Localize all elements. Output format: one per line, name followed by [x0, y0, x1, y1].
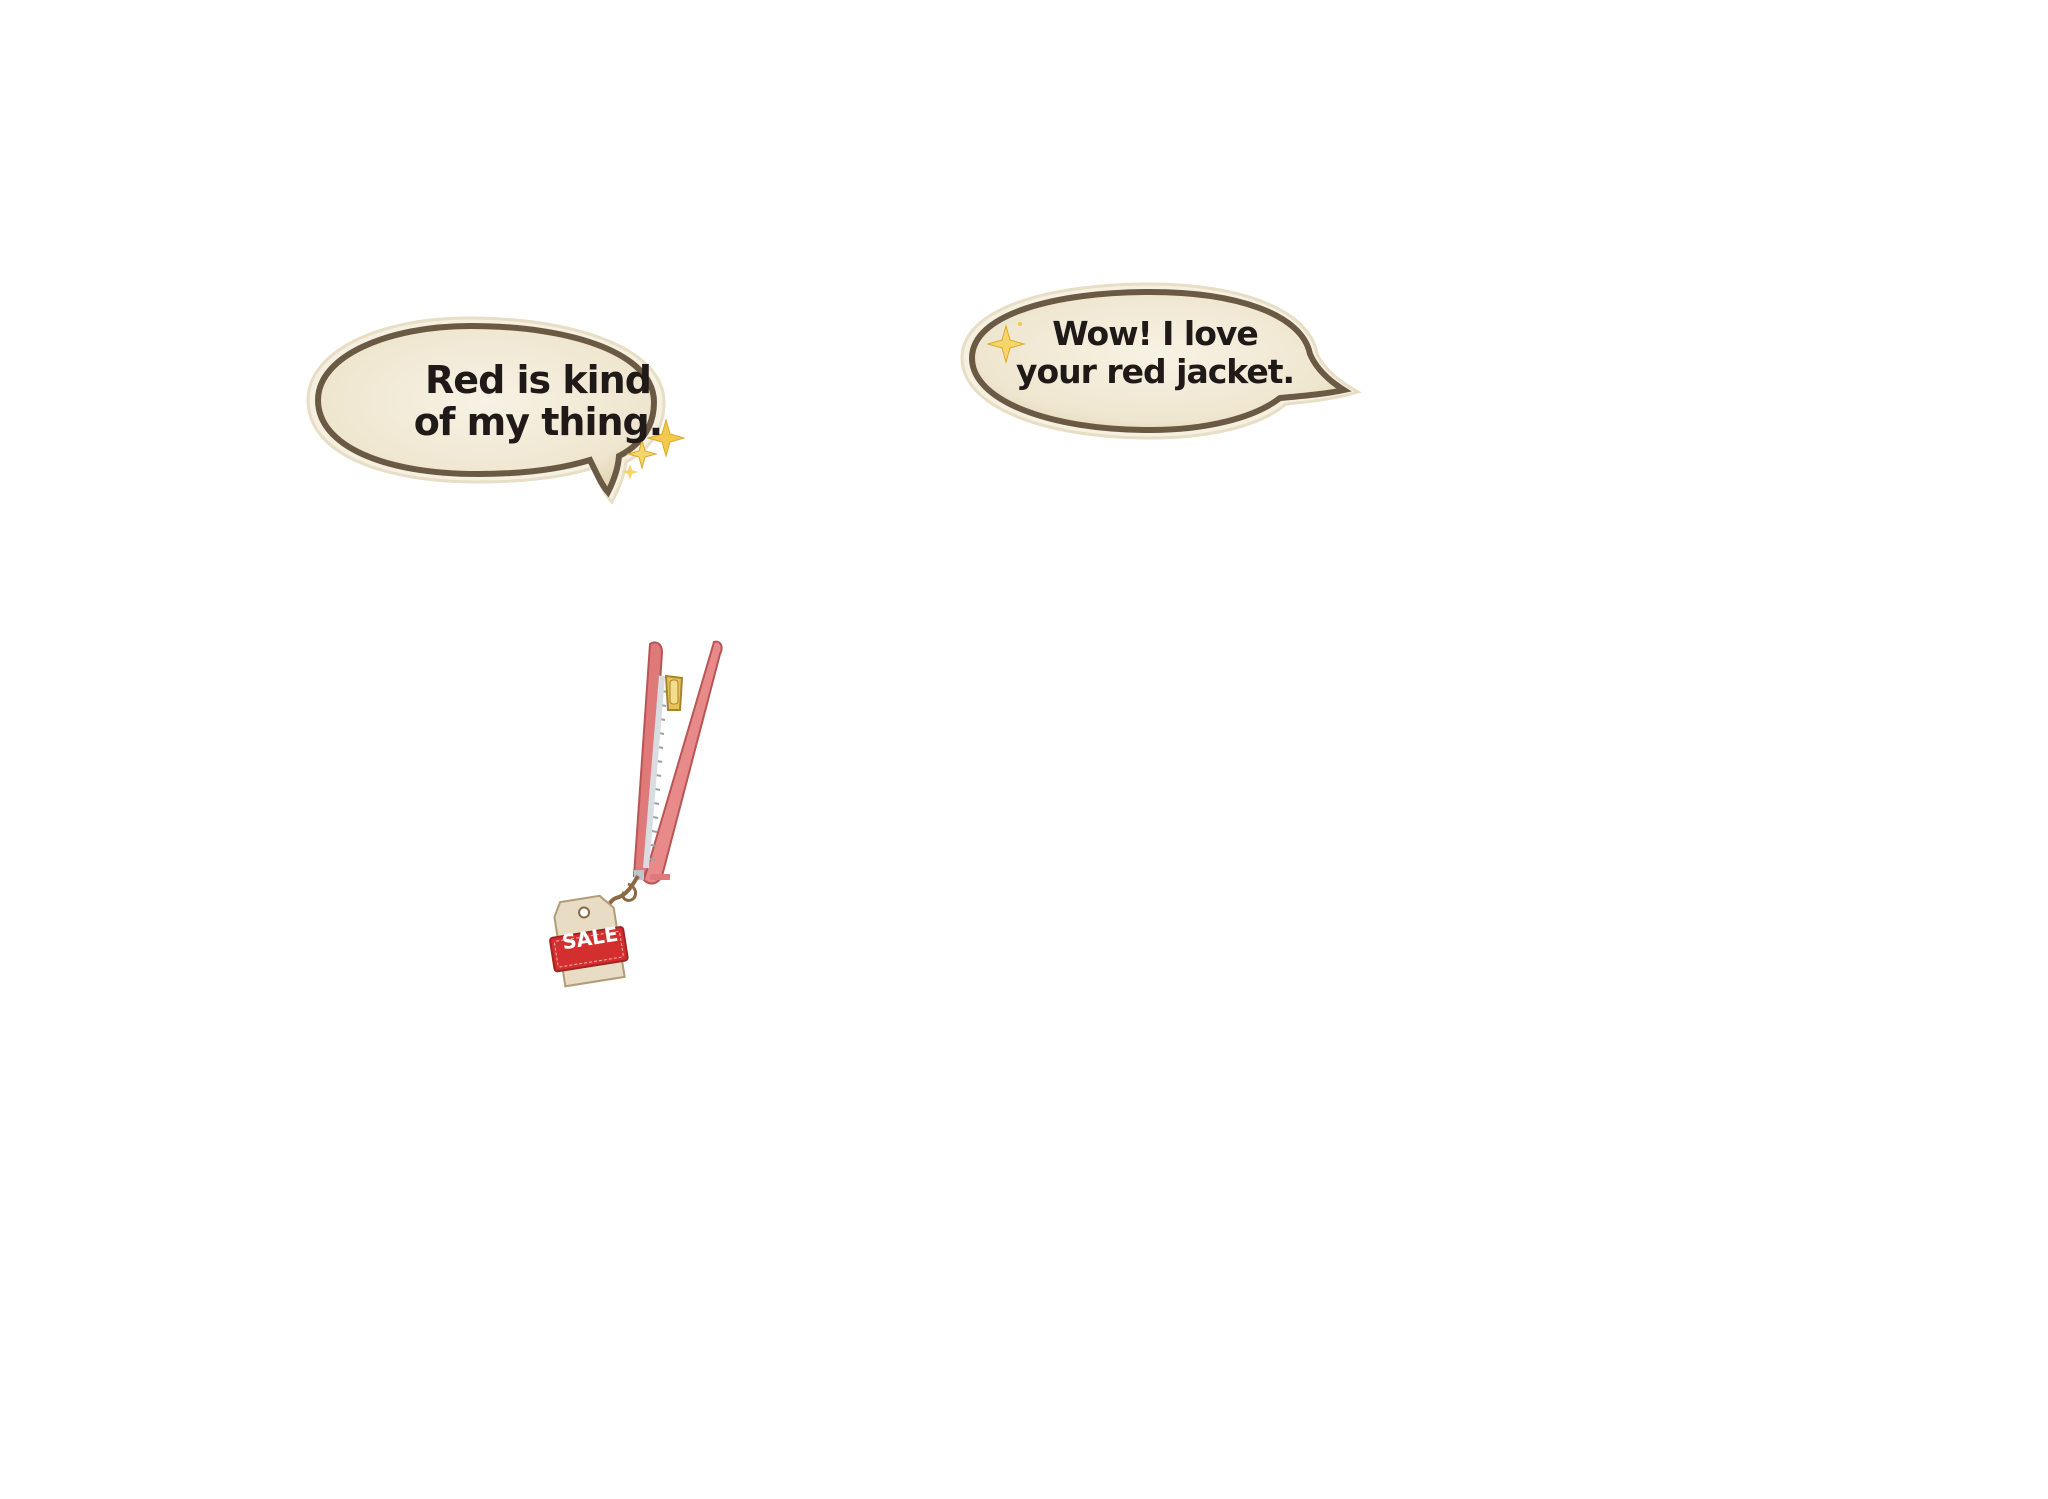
speech-bubble-shape: [960, 282, 1362, 440]
speech-bubble-red-thing[interactable]: Red is kind of my thing.: [306, 312, 688, 508]
speech-bubble-shape: [306, 316, 686, 505]
sparkle-icon: [986, 322, 1026, 364]
speech-bubble-red-jacket[interactable]: Wow! I love your red jacket.: [960, 280, 1380, 450]
bubble-line-1: Wow! I love: [1052, 313, 1259, 353]
sale-tag-icon: [549, 894, 629, 988]
bubble-line-2: of my thing.: [413, 400, 663, 444]
bubble-line-1: Red is kind: [425, 358, 652, 402]
speech-bubble-text: Red is kind of my thing.: [328, 346, 748, 456]
bubble-line-2: your red jacket.: [1015, 351, 1295, 391]
zipper-icon: [549, 640, 723, 988]
zipper-sale-tag-sticker[interactable]: SALE: [538, 636, 738, 996]
sparkles-icon: [622, 418, 686, 480]
speech-bubble-text: Wow! I love your red jacket.: [1005, 310, 1305, 395]
